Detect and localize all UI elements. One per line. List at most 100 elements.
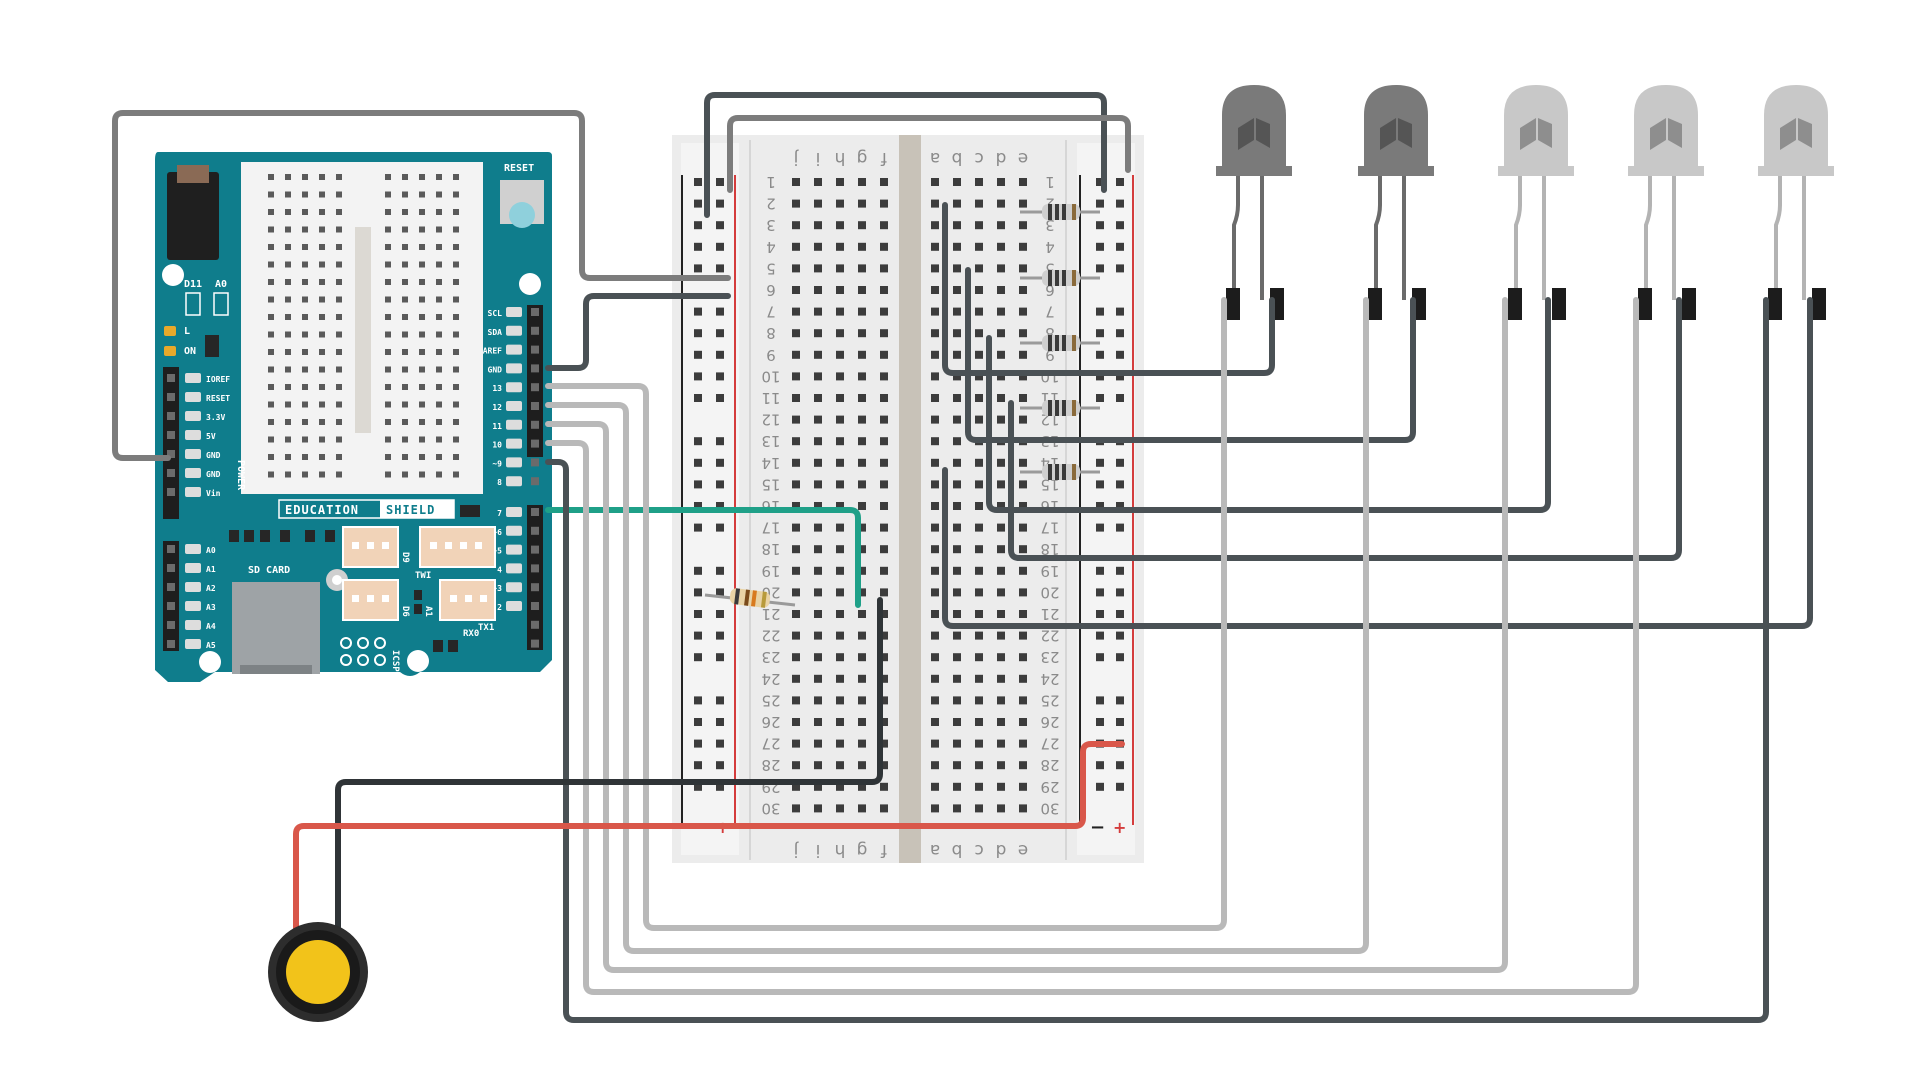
row-number-left: 27 (761, 735, 780, 753)
row-number-left: 11 (761, 389, 780, 407)
row-number-left: 9 (766, 346, 776, 364)
wire-led1-resistor (942, 202, 1275, 376)
power-pin-label: 5V (206, 432, 216, 441)
leds (1216, 85, 1834, 320)
led-l-label: L (184, 326, 190, 337)
digital-pin-label: ~5 (492, 547, 502, 556)
column-letter-top: e (1018, 148, 1028, 168)
column-letter-bottom: f (880, 840, 887, 860)
tx1-label: TX1 (478, 623, 494, 633)
row-number-left: 15 (761, 475, 780, 493)
piezo-sensor[interactable] (268, 922, 368, 1022)
led-on-label: ON (184, 346, 196, 357)
resistor (1020, 464, 1100, 480)
wire-piezo-5v (293, 741, 1125, 938)
led-icon (1216, 85, 1292, 320)
wire-pin7-sensor (545, 507, 861, 608)
rail-minus-label-right: − (1090, 817, 1105, 838)
row-number-left: 21 (761, 605, 780, 623)
power-pin-label: Vin (206, 488, 221, 498)
breadboard-holes (694, 178, 1124, 813)
d9-label: D9 (400, 552, 410, 563)
row-number-right: 21 (1040, 605, 1059, 623)
resistor (704, 588, 796, 608)
sd-card-slot[interactable] (232, 582, 320, 674)
row-number-left: 3 (766, 216, 776, 234)
resistor (1020, 400, 1100, 416)
wire-led3-resistor (986, 297, 1551, 513)
power-pin-label: RESET (206, 394, 230, 403)
wire-pin13-led1 (545, 297, 1227, 931)
led-icon (1358, 85, 1434, 320)
row-number-right: 5 (1045, 259, 1055, 277)
row-number-right: 2 (1045, 195, 1055, 213)
digital-pin-label: ~6 (492, 528, 502, 537)
analog-pin-label: A3 (206, 603, 216, 612)
analog-pin-label: A1 (206, 565, 216, 574)
row-number-right: 17 (1040, 519, 1059, 537)
column-letter-top: b (952, 148, 963, 168)
column-letter-bottom: i (816, 840, 821, 860)
column-letter-top: d (996, 148, 1007, 168)
wire-5v-shield (112, 110, 731, 461)
column-letter-top: i (816, 148, 821, 168)
column-letter-bottom: g (857, 840, 868, 860)
center-channel (899, 135, 921, 863)
digital-pin-label: GND (488, 365, 503, 374)
column-letter-bottom: e (1018, 840, 1028, 860)
led-on-indicator (164, 346, 176, 356)
icsp-label: ICSP (390, 650, 400, 672)
analog-pin-label: A0 (206, 546, 216, 555)
column-letter-top: a (930, 148, 940, 168)
digital-pin-label: 8 (497, 478, 502, 487)
digital-header-bottom (527, 505, 543, 650)
row-number-right: 1 (1045, 173, 1055, 191)
d11-label: D11 (184, 279, 202, 290)
row-number-left: 5 (766, 259, 776, 277)
resistor (1020, 204, 1100, 220)
column-letter-top: g (857, 148, 868, 168)
row-number-left: 18 (761, 540, 780, 558)
smd-chip (205, 335, 219, 357)
digital-pin-label: 2 (497, 603, 502, 612)
power-pin-label: IOREF (206, 375, 230, 384)
wire-piezo-sensor (335, 597, 883, 938)
row-number-left: 19 (761, 562, 780, 580)
row-number-left: 23 (761, 648, 780, 666)
row-number-right: 7 (1045, 303, 1055, 321)
row-number-right: 29 (1040, 778, 1059, 796)
wire-pin12-led2 (545, 297, 1369, 954)
row-number-left: 13 (761, 432, 780, 450)
wire-pin10-led4 (545, 297, 1639, 995)
power-pin-label: 3.3V (206, 413, 225, 422)
wire-rail-5v-top (727, 115, 1131, 193)
mount-hole-icon (162, 264, 184, 286)
wire-rail-gnd-top (704, 92, 1107, 218)
wire-led2-resistor (965, 267, 1416, 443)
reset-button-cap[interactable] (509, 202, 535, 228)
power-pin-label: GND (206, 470, 221, 479)
row-number-right: 25 (1040, 691, 1059, 709)
row-number-right: 28 (1040, 756, 1059, 774)
row-number-right: 18 (1040, 540, 1059, 558)
row-number-right: 19 (1040, 562, 1059, 580)
proto-holes (268, 174, 459, 478)
column-letter-top: c (974, 148, 983, 168)
rx0-label: RX0 (463, 629, 479, 639)
power-jack-top (177, 165, 209, 183)
row-number-right: 6 (1045, 281, 1055, 299)
row-number-left: 22 (761, 627, 780, 645)
wires (112, 92, 1813, 1023)
resistors (704, 204, 1100, 608)
left-power-rail (681, 143, 739, 855)
row-number-left: 4 (766, 238, 776, 256)
wire-pin11-led3 (545, 297, 1508, 973)
sd-card-label: SD CARD (248, 565, 290, 576)
row-number-right: 27 (1040, 735, 1059, 753)
column-letter-bottom: b (952, 840, 963, 860)
digital-pin-label: ~9 (492, 459, 502, 468)
digital-pin-label: 7 (497, 509, 502, 518)
power-header (163, 367, 179, 519)
